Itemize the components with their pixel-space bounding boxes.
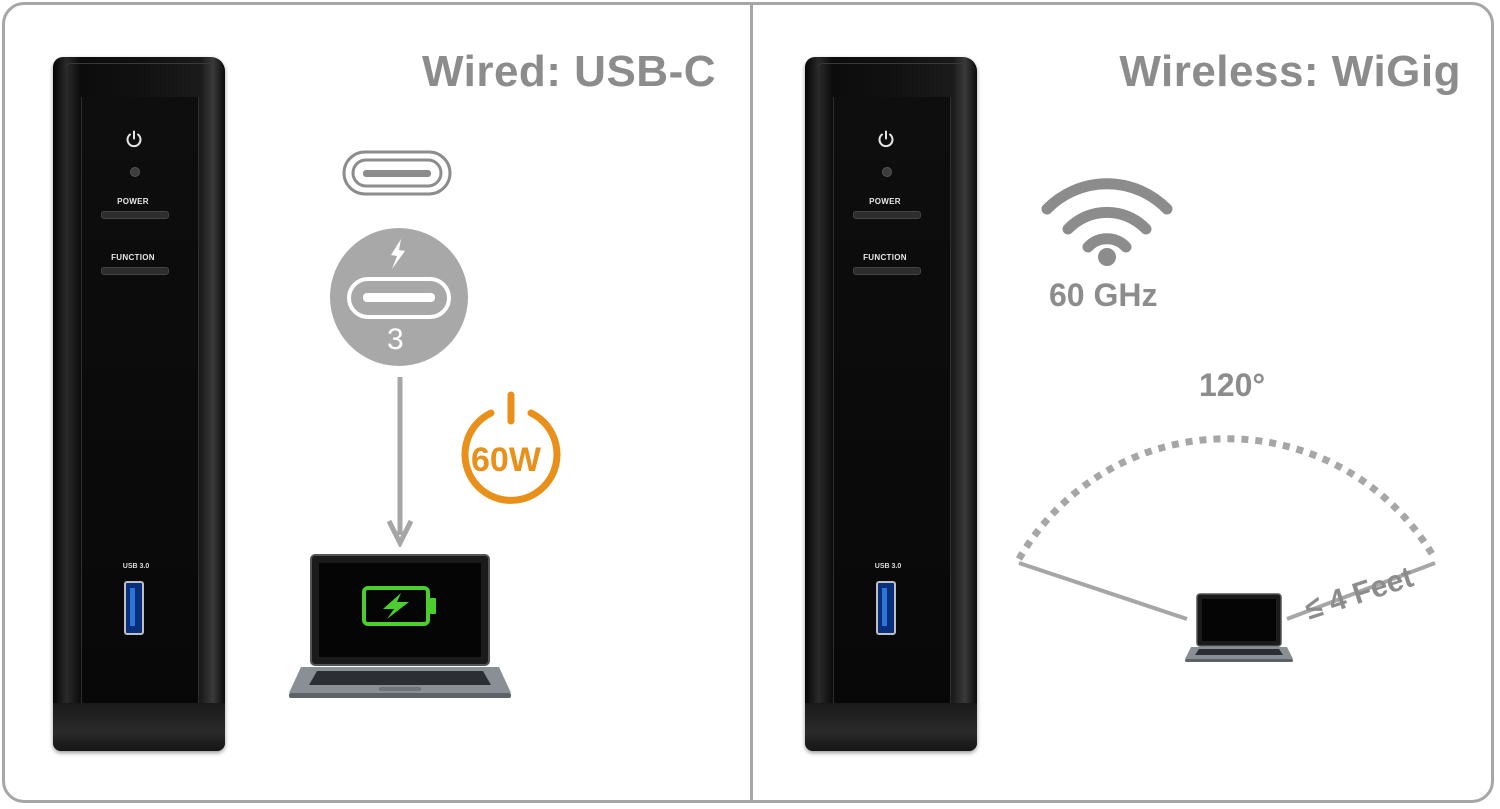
power-icon [878,130,894,148]
function-button[interactable] [101,267,169,275]
power-button[interactable] [853,211,921,219]
thunderbolt-version: 3 [387,323,404,356]
dock-tower-wireless: POWER FUNCTION USB 3.0 [805,57,977,751]
laptop-wired [289,554,511,698]
wired-title: Wired: USB-C [421,47,716,96]
coverage-angle-icon [1015,435,1439,621]
power-button-label: POWER [117,197,149,206]
power-60w-icon [461,391,561,504]
arrow-down-icon [387,377,413,547]
usb-port-label: USB 3.0 [122,563,150,570]
function-button-label: FUNCTION [863,253,907,262]
thunderbolt-icon [330,228,468,366]
usb-port[interactable] [876,581,896,635]
usb-port[interactable] [124,581,144,635]
function-button-label: FUNCTION [111,253,155,262]
power-button-label: POWER [869,197,901,206]
usb-c-connector-icon [342,150,452,196]
power-delivery-label: 60W [471,441,541,479]
usb-port-label: USB 3.0 [874,563,902,570]
panel-divider [750,5,753,800]
wifi-icon [1041,178,1173,266]
power-icon [126,130,142,148]
laptop-wireless [1185,593,1293,662]
coverage-angle-label: 120° [1199,367,1266,403]
function-button[interactable] [853,267,921,275]
wireless-title: Wireless: WiGig [1119,47,1461,96]
battery-charging-icon [362,586,436,626]
wired-panel: Wired: USB-C POWER FUNCTION USB 3.0 [5,5,750,800]
power-led [130,167,140,177]
power-button[interactable] [101,211,169,219]
power-led [882,167,892,177]
frequency-label: 60 GHz [1049,277,1158,313]
dock-tower-wired: POWER FUNCTION USB 3.0 [53,57,225,751]
wireless-panel: Wireless: WiGig POWER FUNCTION USB 3.0 6… [753,5,1491,800]
